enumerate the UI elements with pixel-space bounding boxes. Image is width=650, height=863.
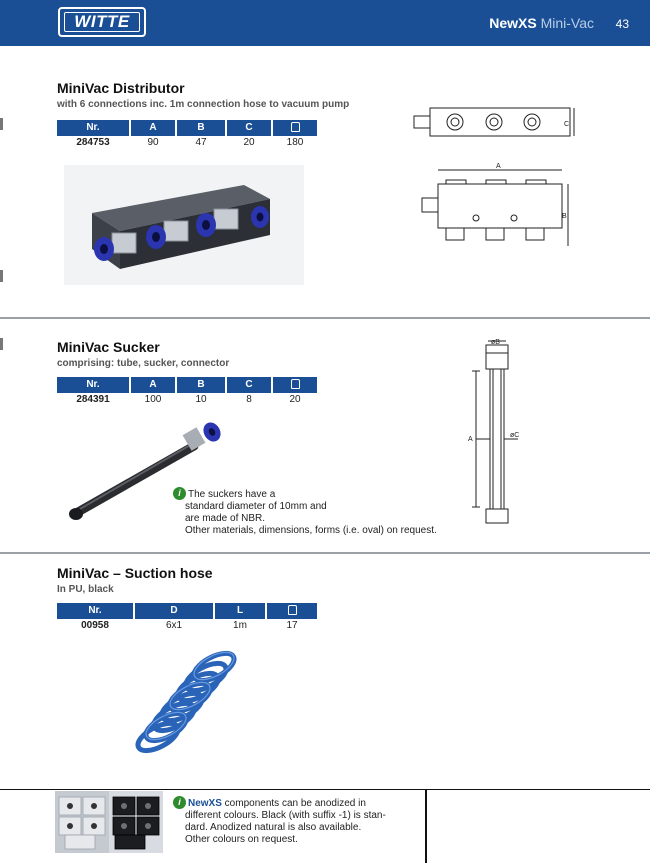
distributor-spec-table: Nr. A B C 284753 90 47 20 180 (57, 120, 319, 150)
anodize-note-continued: different colours. Black (with suffix -1… (185, 810, 386, 845)
spec-header-row: Nr. A B C (57, 377, 319, 393)
distributor-subtitle: with 6 connections inc. 1m connection ho… (57, 99, 350, 110)
anodize-note: NewXS components can be anodized in (188, 798, 366, 809)
cell-b: 47 (195, 137, 207, 148)
col-c: C (227, 120, 271, 136)
note-lead: NewXS (188, 798, 222, 809)
brand-subtitle: Mini-Vac (540, 15, 594, 31)
col-c: C (227, 377, 271, 393)
footer-divider (0, 789, 650, 790)
brand-title: NewXS Mini-Vac (489, 15, 594, 31)
dim-b-label: B (562, 213, 567, 220)
dim-b-label: øB (491, 339, 500, 346)
anodized-blocks-photo (55, 791, 163, 853)
col-weight (273, 377, 317, 393)
sucker-spec-table: Nr. A B C 284391 100 10 8 20 (57, 377, 319, 407)
table-row: 00958 6x1 1m 17 (57, 619, 319, 633)
sucker-note-continued: standard diameter of 10mm and are made o… (185, 501, 437, 536)
dim-a-label: A (496, 163, 501, 170)
sucker-photo (69, 422, 221, 520)
table-row: 284391 100 10 8 20 (57, 393, 319, 407)
spec-header-row: Nr. A B C (57, 120, 319, 136)
cell-nr: 284391 (76, 394, 110, 405)
spec-header-row: Nr. D L (57, 603, 319, 619)
cell-d: 6x1 (165, 620, 183, 631)
hose-spec-table: Nr. D L 00958 6x1 1m 17 (57, 603, 319, 633)
sucker-subtitle: comprising: tube, sucker, connector (57, 358, 230, 369)
hose-subtitle: In PU, black (57, 584, 114, 595)
cell-b: 10 (195, 394, 207, 405)
cell-a: 100 (144, 394, 162, 405)
info-icon: i (173, 796, 186, 809)
cell-weight: 17 (286, 620, 298, 631)
distributor-drawing: C A B (413, 107, 575, 246)
cell-l: 1m (233, 620, 247, 631)
cell-nr: 00958 (81, 620, 109, 631)
weight-icon (287, 605, 297, 616)
edge-mark (0, 270, 3, 282)
dim-c-label: C (564, 121, 569, 128)
edge-mark (0, 338, 3, 350)
footer-column-divider (425, 790, 427, 863)
col-a: A (131, 377, 175, 393)
hose-photo (135, 650, 237, 754)
col-l: L (215, 603, 265, 619)
section-divider (0, 552, 650, 554)
sucker-note: The suckers have a (188, 489, 276, 500)
col-nr: Nr. (57, 377, 129, 393)
col-b: B (177, 120, 225, 136)
cell-c: 8 (246, 394, 252, 405)
col-b: B (177, 377, 225, 393)
col-d: D (135, 603, 213, 619)
weight-icon (290, 122, 300, 133)
table-row: 284753 90 47 20 180 (57, 136, 319, 150)
page-header: WITTE NewXS Mini-Vac 43 (0, 0, 650, 46)
col-nr: Nr. (57, 603, 133, 619)
cell-c: 20 (243, 137, 255, 148)
distributor-title: MiniVac Distributor (57, 80, 185, 96)
col-nr: Nr. (57, 120, 129, 136)
brand-name: NewXS (489, 15, 537, 31)
witte-logo: WITTE (58, 7, 146, 37)
page-number: 43 (615, 17, 629, 31)
dim-c-label: øC (510, 432, 519, 439)
dim-a-label: A (468, 436, 473, 443)
sucker-drawing: øB A øC (468, 339, 519, 524)
section-divider (0, 317, 650, 319)
weight-icon (290, 379, 300, 390)
col-weight (273, 120, 317, 136)
col-a: A (131, 120, 175, 136)
sucker-title: MiniVac Sucker (57, 339, 160, 355)
col-weight (267, 603, 317, 619)
distributor-photo (64, 165, 304, 285)
logo-text: WITTE (74, 12, 130, 31)
cell-weight: 180 (286, 137, 304, 148)
cell-nr: 284753 (76, 137, 110, 148)
cell-weight: 20 (289, 394, 301, 405)
info-icon: i (173, 487, 186, 500)
hose-title: MiniVac – Suction hose (57, 565, 213, 581)
edge-mark (0, 118, 3, 130)
cell-a: 90 (147, 137, 159, 148)
